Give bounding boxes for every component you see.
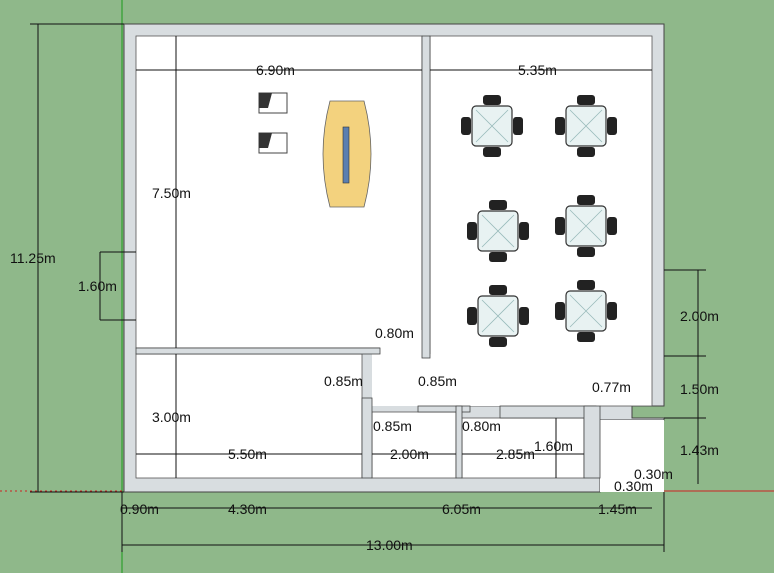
table-glass-pattern: [569, 294, 603, 328]
dim-corridor-left-b: 0.85m: [373, 418, 412, 434]
dim-total-height: 11.25m: [10, 250, 56, 266]
wall-285-top: [499, 405, 597, 419]
chair-icon: [513, 117, 523, 135]
table-with-four-chairs-icon: [555, 95, 617, 157]
dim-corridor-right-b: 0.80m: [462, 418, 501, 434]
dim-bottom-030b: 0.30m: [614, 478, 653, 494]
chair-icon: [519, 222, 529, 240]
dim-room-160: 1.60m: [534, 438, 573, 454]
dim-room-285: 2.85m: [496, 446, 535, 462]
chair-icon: [555, 217, 565, 235]
chair-icon: [577, 247, 595, 257]
wall-right-post: [583, 405, 601, 479]
dimension-lines: [30, 23, 706, 552]
room-dining: [429, 35, 653, 407]
office-chair-icon: [258, 132, 288, 154]
table-with-four-chairs-icon: [467, 285, 529, 347]
dim-door-077: 0.77m: [592, 379, 631, 395]
meeting-furniture: [258, 92, 372, 208]
chair-icon: [607, 117, 617, 135]
wall-separator: [421, 35, 431, 359]
table-glass-pattern: [569, 209, 603, 243]
dim-left-door: 1.60m: [78, 278, 117, 294]
table-with-four-chairs-icon: [555, 195, 617, 257]
wall-corridor-post: [361, 397, 373, 479]
wall-horizontal: [135, 347, 381, 355]
dim-bottom-430: 4.30m: [228, 501, 267, 517]
chair-icon: [489, 200, 507, 210]
dim-lower-room-width: 5.50m: [228, 446, 267, 462]
room-meeting: [135, 35, 423, 349]
chair-icon: [577, 332, 595, 342]
chair-icon: [555, 117, 565, 135]
office-chair-icon: [258, 92, 288, 114]
chair-icon: [489, 285, 507, 295]
dimension-labels: 6.90m 5.35m 7.50m 11.25m 1.60m 3.00m 5.5…: [10, 62, 719, 553]
chair-icon: [577, 195, 595, 205]
room-285: [461, 417, 585, 479]
chair-icon: [489, 337, 507, 347]
table-with-four-chairs-icon: [467, 200, 529, 262]
dim-bottom-145: 1.45m: [598, 501, 637, 517]
chair-icon: [577, 95, 595, 105]
chair-icon: [577, 280, 595, 290]
chair-icon: [483, 147, 501, 157]
dim-corridor-left-a: 0.85m: [324, 373, 363, 389]
table-glass-pattern: [481, 299, 515, 333]
wall-mid-post: [455, 405, 463, 479]
corridor: [372, 354, 600, 406]
room-small: [371, 411, 457, 479]
dim-bottom-030a: 0.30m: [634, 466, 673, 482]
table-glass-pattern: [475, 109, 509, 143]
room-entry: [600, 420, 664, 492]
chair-icon: [489, 252, 507, 262]
room-lower-left: [135, 353, 363, 479]
dim-bottom-605: 6.05m: [442, 501, 481, 517]
dim-left-room-height: 7.50m: [152, 185, 191, 201]
table-center-strip: [342, 126, 350, 184]
chair-icon: [607, 217, 617, 235]
table-with-four-chairs-icon: [461, 95, 523, 157]
chair-icon: [607, 302, 617, 320]
dim-small-room-width: 2.00m: [390, 446, 429, 462]
dim-top-left-width: 6.90m: [256, 62, 295, 78]
chair-icon: [467, 307, 477, 325]
table-glass-pattern: [569, 109, 603, 143]
chair-icon: [483, 95, 501, 105]
table-glass-pattern: [481, 214, 515, 248]
dim-door-top: 0.80m: [375, 325, 414, 341]
chair-icon: [467, 222, 477, 240]
chair-icon: [555, 302, 565, 320]
table-with-four-chairs-icon: [555, 280, 617, 342]
dim-corridor-right-a: 0.85m: [418, 373, 457, 389]
dim-right-143: 1.43m: [680, 442, 719, 458]
chair-icon: [519, 307, 529, 325]
dining-sets: [461, 95, 617, 347]
dim-bottom-090: 0.90m: [120, 501, 159, 517]
dim-top-right-width: 5.35m: [518, 62, 557, 78]
chair-icon: [577, 147, 595, 157]
dim-right-200: 2.00m: [680, 308, 719, 324]
chair-icon: [461, 117, 471, 135]
dim-right-150: 1.50m: [680, 381, 719, 397]
dim-lower-room-height: 3.00m: [152, 409, 191, 425]
wall-small-room-top: [417, 405, 471, 413]
dim-total-width: 13.00m: [366, 537, 413, 553]
